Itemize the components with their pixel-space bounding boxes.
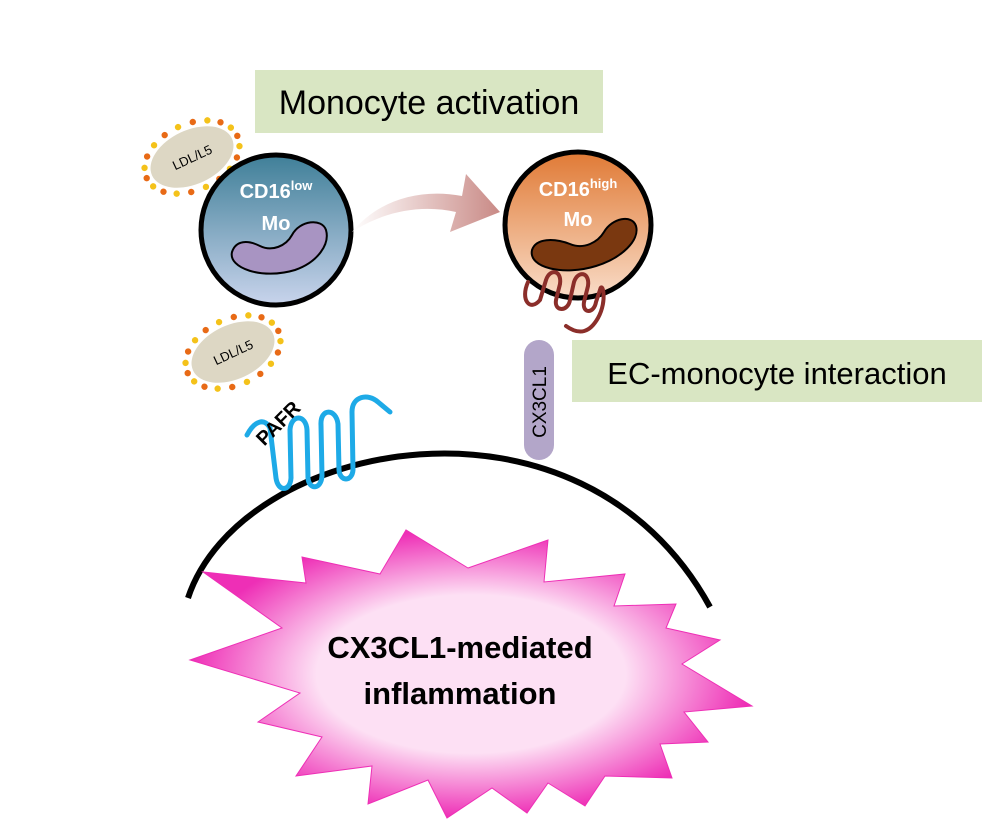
ldl-surface-dot	[202, 183, 210, 191]
cd16-low-label: CD16low	[240, 178, 314, 203]
ldl-surface-dot	[243, 378, 251, 386]
ec-monocyte-interaction-box	[572, 340, 982, 402]
ldl-surface-dot	[257, 370, 264, 378]
ldl-surface-dot	[202, 326, 209, 334]
cd16-low-nucleus	[230, 221, 328, 275]
ldl-particle-bottom: LDL/L5	[182, 312, 284, 392]
ldl-surface-dot	[191, 337, 199, 344]
ldl-surface-dot	[161, 131, 168, 139]
ldl-surface-dot	[217, 119, 224, 126]
ldl-surface-dot	[182, 359, 189, 367]
ldl-surface-dot	[215, 318, 223, 326]
ldl-surface-dot	[275, 327, 282, 335]
ldl-top-body	[150, 126, 234, 188]
cd16-low-cell	[198, 152, 354, 308]
cd16-high-label: CD16high	[539, 176, 618, 201]
ldl-bottom-body	[191, 321, 275, 383]
ldl-surface-dot	[160, 188, 167, 195]
ldl-surface-dot	[234, 132, 241, 140]
ldl-surface-dot	[268, 319, 276, 326]
ldl-surface-dot	[245, 312, 252, 319]
ldl-surface-dot	[267, 360, 275, 367]
inflammation-line1: CX3CL1-mediated	[327, 630, 592, 665]
monocyte-receptor-coil	[523, 270, 606, 334]
ldl-surface-dot	[141, 164, 148, 172]
cd16-high-mo: Mo	[564, 209, 593, 231]
ldl-surface-dot	[214, 385, 221, 392]
ldl-surface-dot	[173, 190, 180, 197]
cd16-low-monocyte: CD16low Mo	[198, 152, 354, 308]
ldl-surface-dot	[184, 348, 192, 355]
ldl-surface-dot	[236, 142, 243, 150]
ldl-surface-dot	[277, 337, 284, 345]
cd16-high-nucleus	[530, 217, 638, 272]
cx3cl1-label: CX3CL1	[530, 366, 551, 438]
ldl-surface-dot	[149, 183, 157, 190]
ldl-surface-dot	[201, 383, 208, 390]
ldl-surface-dot	[143, 174, 150, 182]
activation-arrow	[352, 174, 500, 232]
ldl-surface-dot	[274, 349, 282, 356]
ldl-surface-dot	[204, 117, 211, 124]
ldl-surface-dot	[150, 142, 158, 149]
monocyte-activation-text: Monocyte activation	[279, 84, 580, 122]
cx3cl1-body	[524, 340, 554, 460]
inflammation-starburst	[188, 529, 754, 819]
ldl-surface-dot	[258, 314, 265, 321]
ldl-particle-top: LDL/L5	[141, 117, 243, 197]
ldl-surface-dot	[143, 153, 151, 160]
ldl-surface-dot	[184, 369, 191, 377]
ldl-surface-dot	[190, 378, 198, 385]
cx3cl1-ligand: CX3CL1	[524, 340, 554, 460]
ec-monocyte-interaction-label: EC-monocyte interaction	[572, 340, 982, 402]
ldl-surface-dot	[189, 118, 196, 126]
ldl-surface-dot	[188, 188, 195, 196]
ldl-surface-dot	[227, 124, 235, 131]
cd16-low-mo: Mo	[262, 213, 291, 235]
ldl-surface-dot	[174, 123, 182, 131]
inflammation-line2: inflammation	[364, 676, 557, 711]
pafr-receptor	[244, 394, 393, 491]
monocyte-activation-label: Monocyte activation	[255, 70, 603, 133]
monocyte-activation-box	[255, 70, 603, 133]
ec-monocyte-interaction-text: EC-monocyte interaction	[607, 356, 946, 391]
ldl-surface-dot	[229, 383, 236, 391]
cell-membrane	[185, 450, 713, 609]
ldl-surface-dot	[230, 313, 237, 321]
cd16-high-monocyte: CD16high Mo	[502, 149, 654, 301]
ldl-surface-dot	[233, 154, 241, 161]
